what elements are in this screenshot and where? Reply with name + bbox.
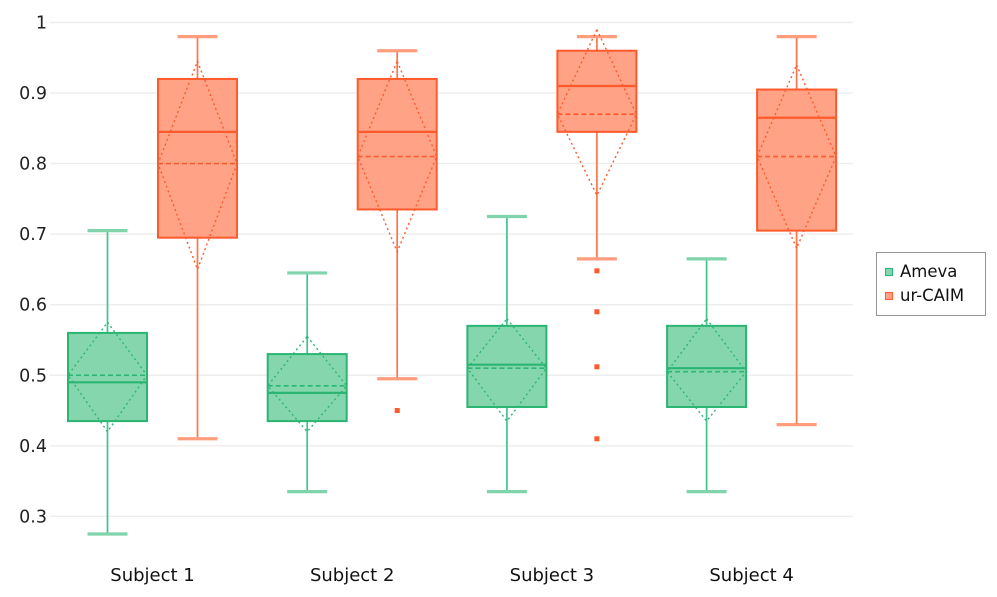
box-urcaim-subject-2 [356, 77, 438, 211]
legend-marker-ameva-icon [885, 268, 893, 277]
y-tick-label-0.7: 0.7 [19, 225, 47, 245]
mean-ci-diamond-ameva-subject-2 [266, 335, 348, 433]
outlier-urcaim-subject-2-0 [394, 408, 400, 414]
legend: Ameva ur-CAIM [876, 252, 986, 316]
y-tick-label-0.5: 0.5 [19, 366, 47, 386]
mean-ci-diamond-ameva-subject-3 [466, 317, 548, 423]
x-axis-label-subject-3: Subject 3 [510, 565, 594, 586]
mean-ci-diamond-ameva-subject-1 [67, 321, 148, 433]
box-urcaim-subject-3 [556, 49, 638, 133]
y-tick-label-0.3: 0.3 [19, 507, 47, 527]
y-tick-label-1: 1 [36, 14, 47, 34]
legend-item-urcaim[interactable]: ur-CAIM [885, 285, 985, 305]
outlier-urcaim-subject-3-3 [594, 436, 600, 442]
mean-ci-diamond-urcaim-subject-2 [356, 59, 438, 254]
legend-item-ameva[interactable]: Ameva [885, 262, 985, 281]
box-ameva-subject-3 [466, 324, 548, 408]
box-ameva-subject-2 [266, 353, 348, 423]
x-axis-label-subject-2: Subject 2 [310, 565, 394, 586]
y-tick-label-0.9: 0.9 [19, 84, 47, 104]
box-ameva-subject-4 [666, 324, 748, 408]
outlier-urcaim-subject-3-0 [594, 268, 600, 274]
y-tick-label-0.4: 0.4 [19, 437, 47, 457]
mean-ci-diamond-urcaim-subject-4 [756, 63, 837, 251]
x-axis-label-subject-1: Subject 1 [110, 565, 194, 586]
x-axis-label-subject-4: Subject 4 [709, 565, 793, 586]
box-urcaim-subject-1 [157, 77, 238, 239]
box-ameva-subject-1 [67, 331, 148, 423]
outlier-urcaim-subject-3-1 [594, 309, 600, 315]
outlier-urcaim-subject-3-2 [594, 364, 600, 370]
y-tick-label-0.6: 0.6 [19, 296, 47, 316]
legend-label-ameva: Ameva [900, 262, 958, 281]
legend-label-urcaim: ur-CAIM [900, 285, 965, 305]
y-tick-label-0.8: 0.8 [19, 155, 47, 175]
legend-marker-urcaim-icon [885, 291, 893, 300]
box-urcaim-subject-4 [756, 88, 838, 232]
